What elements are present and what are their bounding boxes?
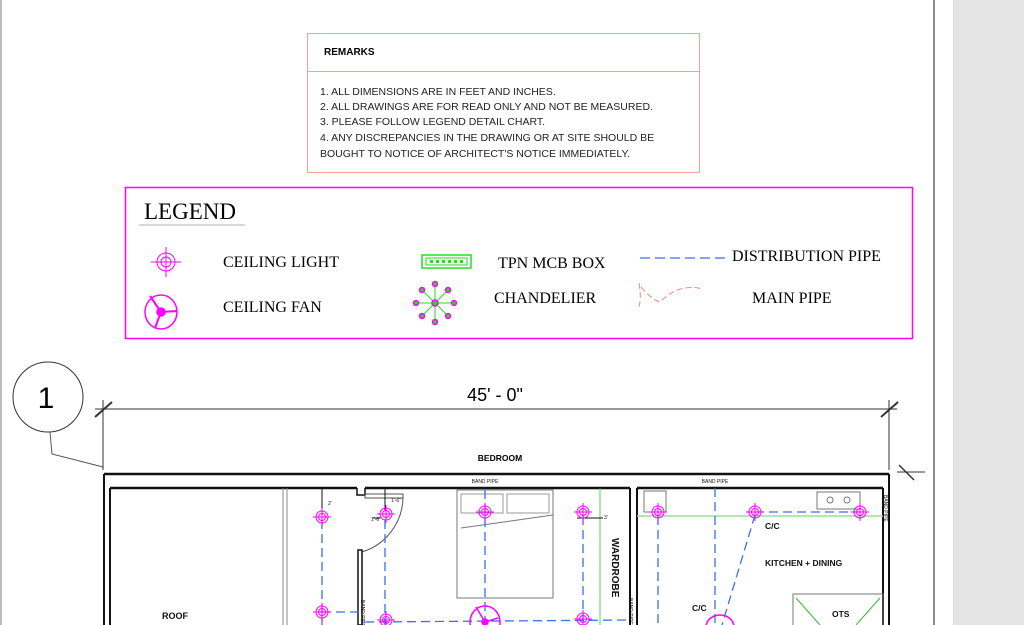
legend-chandelier-label: CHANDELIER: [494, 290, 597, 307]
band-pipe-label: BAND PIPE: [882, 495, 888, 522]
ceiling-light-icon: [574, 610, 592, 625]
viewer-side-panel: [953, 0, 1024, 625]
ceiling-fan-icon: [469, 605, 501, 625]
remarks-title: REMARKS: [324, 47, 375, 58]
ceiling-light-icon: [151, 247, 181, 277]
dimension-label: 3': [604, 515, 608, 521]
ceiling-light-icon: [746, 503, 764, 521]
dimension-label: 1'-6": [371, 517, 381, 523]
legend-title: LEGEND: [144, 199, 236, 224]
legend-main-pipe-label: MAIN PIPE: [752, 290, 832, 307]
chandelier-icon: [412, 280, 458, 326]
dimension-label: 2': [328, 501, 332, 507]
ceiling-light-icon: [377, 611, 395, 625]
dimension-label: 1'-6": [391, 498, 401, 504]
mcb-box-icon: [421, 254, 472, 269]
legend-mcb-label: TPN MCB BOX: [498, 255, 606, 272]
legend-ceiling-light-label: CEILING LIGHT: [223, 254, 339, 271]
ceiling-light-icon: [851, 503, 869, 521]
overall-dimension-label: 45' - 0": [467, 385, 523, 405]
room-label-ots: OTS: [832, 609, 850, 619]
remark-line: 2. ALL DRAWINGS ARE FOR READ ONLY AND NO…: [320, 101, 653, 113]
ceiling-light-icon: [574, 503, 592, 521]
ceiling-fan-icon: [705, 614, 735, 625]
legend-distribution-pipe-label: DISTRIBUTION PIPE: [732, 248, 881, 265]
pdf-page: REMARKS 1. ALL DIMENSIONS ARE IN FEET AN…: [0, 0, 953, 625]
ceiling-lights: [313, 503, 869, 625]
overall-dimension: [94, 400, 925, 481]
ceiling-light-icon: [476, 503, 494, 521]
ceiling-light-icon: [649, 503, 667, 521]
walls: [103, 472, 890, 625]
remarks-box: REMARKS 1. ALL DIMENSIONS ARE IN FEET AN…: [307, 33, 700, 173]
legend-ceiling-fan-label: CEILING FAN: [223, 299, 322, 316]
band-pipe-label: BAND PIPE: [702, 479, 729, 485]
remark-line: 1. ALL DIMENSIONS ARE IN FEET AND INCHES…: [320, 86, 556, 98]
distribution-pipes: [321, 488, 860, 625]
band-pipe-label: BAND PIPE: [472, 479, 499, 485]
room-label-kitchen: KITCHEN + DINING: [765, 558, 843, 568]
drawing-canvas: REMARKS 1. ALL DIMENSIONS ARE IN FEET AN…: [0, 0, 935, 625]
room-label-wardrobe: WARDROBE: [609, 538, 620, 598]
cc-label: C/C: [692, 603, 707, 613]
ceiling-light-icon: [313, 603, 331, 621]
ceiling-light-icon: [377, 505, 395, 523]
room-label-roof: ROOF: [162, 611, 189, 621]
ceiling-light-icon: [313, 508, 331, 526]
remark-line: BOUGHT TO NOTICE OF ARCHITECT'S NOTICE I…: [320, 148, 630, 160]
plan-number-tag: 1: [12, 361, 104, 468]
cc-label: C/C: [765, 521, 780, 531]
plan-number: 1: [38, 382, 55, 415]
remark-line: 4. ANY DISCREPANCIES IN THE DRAWING OR A…: [320, 132, 654, 144]
band-pipe-label: BAND PIPE: [359, 600, 365, 625]
remark-line: 3. PLEASE FOLLOW LEGEND DETAIL CHART.: [320, 116, 545, 128]
room-label-bedroom-top: BEDROOM: [478, 453, 522, 463]
band-pipe-label: BAND PIPE: [627, 598, 633, 625]
ceiling-fan-icon: [144, 294, 178, 330]
main-pipe-icon: [637, 282, 703, 311]
plan-labels: BAND PIPE BAND PIPE BAND PIPE BAND PIPE …: [162, 479, 888, 625]
legend-box: LEGEND CEILING LIGHT CEILING FAN TPN MCB…: [124, 186, 914, 340]
